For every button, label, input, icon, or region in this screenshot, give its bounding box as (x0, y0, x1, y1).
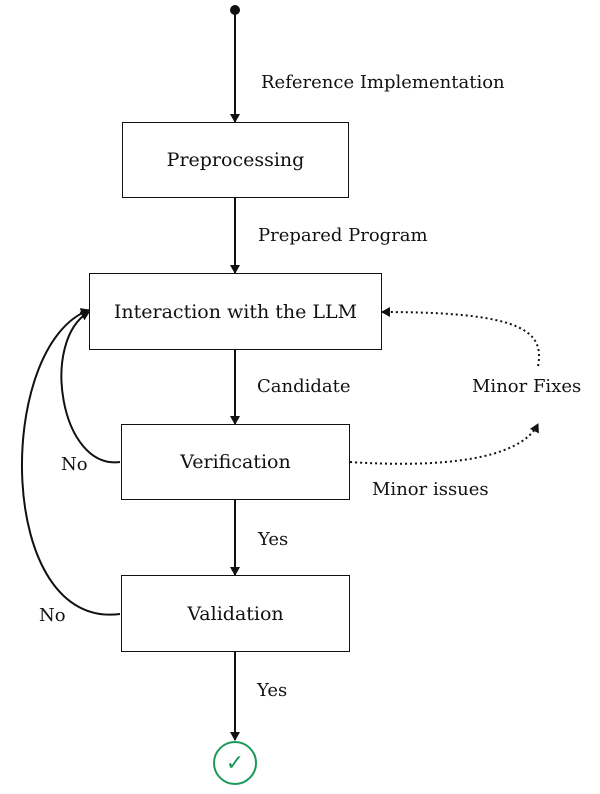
node-verification: Verification (121, 424, 350, 500)
label-minor-fixes: Minor Fixes (472, 376, 582, 397)
label-minor-issues: Minor issues (372, 479, 489, 500)
node-validation-label: Validation (187, 602, 284, 625)
node-preprocessing: Preprocessing (122, 122, 349, 198)
arrow-validation-no (21, 308, 121, 616)
node-preprocessing-label: Preprocessing (166, 149, 305, 171)
arrow-verification-no (60, 311, 121, 464)
label-prepared-program: Prepared Program (258, 225, 428, 246)
arrow-minor-fixes (381, 307, 540, 367)
node-interaction: Interaction with the LLM (89, 273, 382, 350)
label-validation-no: No (39, 605, 66, 626)
node-interaction-label: Interaction with the LLM (113, 300, 358, 323)
label-verification-yes: Yes (258, 529, 289, 550)
arrow-minor-issues (349, 423, 539, 465)
node-validation: Validation (121, 575, 350, 652)
start-node (230, 5, 240, 15)
label-reference-implementation: Reference Implementation (261, 72, 505, 93)
label-validation-yes: Yes (257, 680, 288, 701)
label-verification-no: No (61, 454, 88, 475)
checkmark-icon: ✓ (225, 750, 245, 776)
success-check-icon: ✓ (213, 741, 257, 785)
node-verification-label: Verification (180, 451, 291, 473)
label-candidate: Candidate (257, 376, 351, 397)
